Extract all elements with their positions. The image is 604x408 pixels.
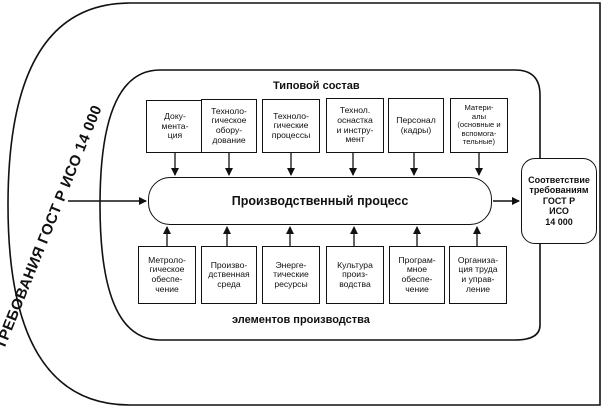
top-box-documentation: Доку- мента- ция	[146, 100, 204, 153]
top-box-label: Доку- мента- ция	[161, 111, 189, 141]
bottom-box-label: Энерге- тические ресурсы	[273, 259, 309, 289]
production-process: Производственный процесс	[148, 177, 492, 225]
bottom-box-culture: Культура произ- водства	[326, 246, 384, 304]
bottom-box-management: Организа- ция труда и управ- ление	[449, 246, 507, 304]
top-label: Типовой состав	[273, 80, 360, 92]
bottom-box-label: Культура произ- водства	[337, 259, 373, 289]
bottom-box-label: Организа- ция труда и управ- ление	[457, 254, 499, 294]
top-box-label: Персонал (кадры)	[396, 114, 436, 135]
bottom-box-label: Произво- дственная среда	[208, 259, 250, 289]
bottom-box-environment: Произво- дственная среда	[201, 246, 257, 304]
top-box-processes: Техноло- гические процессы	[262, 99, 320, 153]
bottom-label: элементов производства	[232, 314, 370, 326]
top-box-label: Технол. оснастка и инстру- мент	[336, 105, 374, 145]
top-box-equipment: Техноло- гическое обору- дование	[201, 99, 257, 153]
top-box-label: Техноло- гическое обору- дование	[211, 105, 247, 145]
top-box-label: Техноло- гические процессы	[271, 110, 311, 140]
bottom-box-label: Метроло- гическое обеспе- чение	[148, 254, 186, 294]
bottom-box-energy: Энерге- тические ресурсы	[262, 246, 320, 304]
outer-boundary	[7, 2, 601, 406]
top-box-label: Матери- алы (основные и вспомога- тельны…	[457, 103, 501, 147]
inner-boundary	[99, 69, 541, 341]
top-box-personnel: Персонал (кадры)	[388, 98, 444, 153]
top-box-tooling: Технол. оснастка и инстру- мент	[326, 98, 384, 153]
bottom-box-label: Програм- мное обеспе- чение	[398, 254, 436, 294]
bottom-box-metrology: Метроло- гическое обеспе- чение	[138, 246, 196, 304]
bottom-box-software: Програм- мное обеспе- чение	[389, 246, 445, 304]
compliance-result-text: Соответствие требованиям ГОСТ Р ИСО 14 0…	[528, 175, 590, 227]
compliance-result: Соответствие требованиям ГОСТ Р ИСО 14 0…	[521, 158, 597, 244]
top-box-materials: Матери- алы (основные и вспомога- тельны…	[450, 98, 508, 153]
